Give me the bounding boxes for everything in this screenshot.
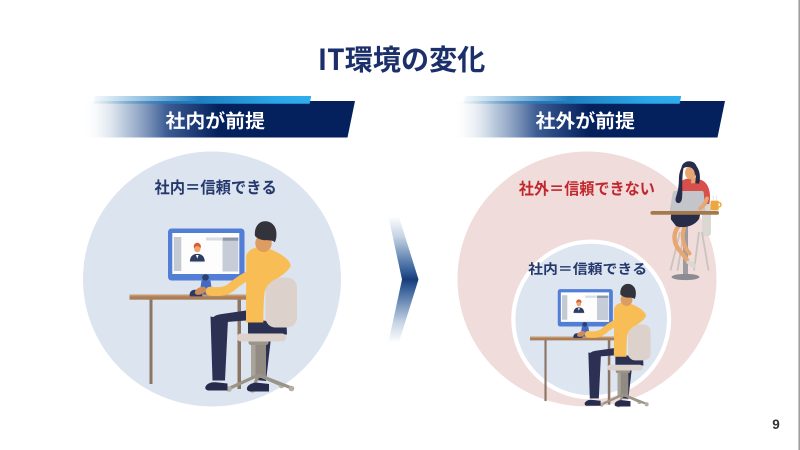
- svg-text:9: 9: [772, 417, 780, 432]
